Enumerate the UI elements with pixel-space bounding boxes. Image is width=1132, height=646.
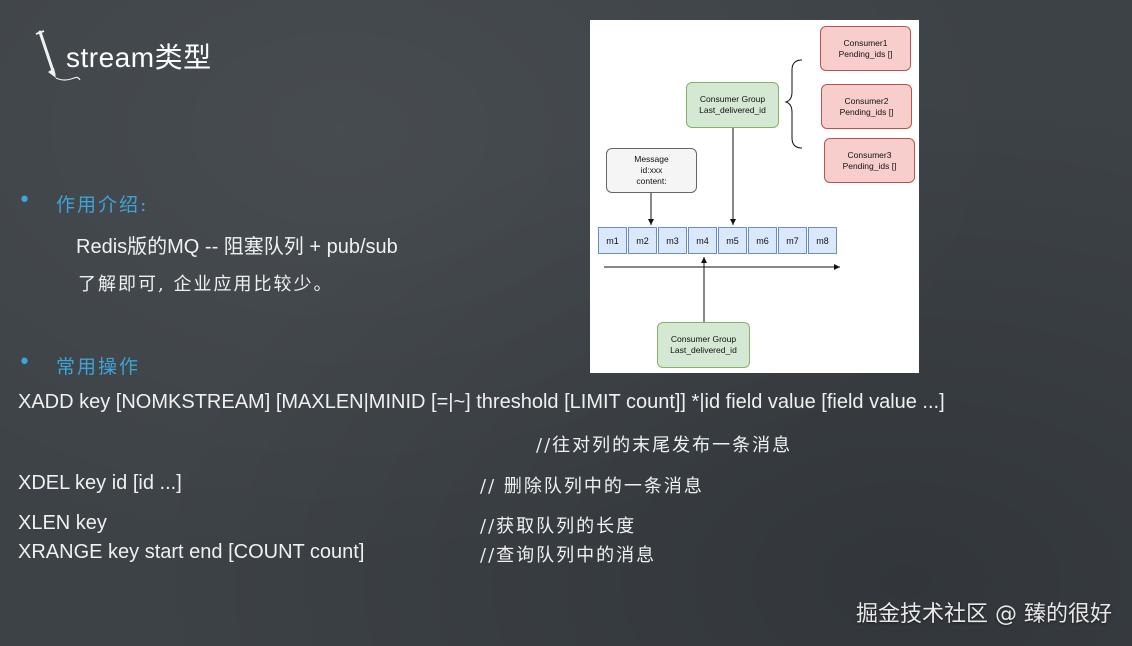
intro-line-2: 了解即可, 企业应用比较少。 [78, 274, 334, 295]
stream-cell: m3 [658, 227, 687, 254]
consumer-name: Consumer3 [847, 149, 892, 160]
consumer-pending: Pending_ids [] [839, 106, 894, 117]
section-label-ops: 常用操作 [56, 356, 141, 378]
command-xlen: XLEN key [18, 512, 107, 534]
command-xdel: XDEL key id [id ...] [18, 472, 182, 494]
command-xadd: XADD key [NOMKSTREAM] [MAXLEN|MINID [=|~… [18, 391, 945, 413]
group-name: Consumer Group [699, 94, 766, 104]
consumer-name: Consumer1 [843, 37, 888, 48]
comment-xadd: //往对列的末尾发布一条消息 [536, 435, 793, 456]
brace-line [784, 59, 803, 149]
group-name: Consumer Group [670, 334, 737, 344]
page-title: stream类型 [66, 42, 212, 73]
watermark: 掘金技术社区 @ 臻的很好 [856, 602, 1112, 627]
stream-cell: m7 [778, 227, 807, 254]
bullet-icon: • [18, 188, 31, 213]
pencil-icon [35, 30, 81, 81]
stream-cell: m1 [598, 227, 627, 254]
message-box: Message id:xxx content: [606, 148, 697, 193]
comment-xdel: // 删除队列中的一条消息 [480, 476, 704, 497]
stream-cell: m4 [688, 227, 717, 254]
consumer-box-3: Consumer3 Pending_ids [] [824, 138, 915, 183]
consumer-name: Consumer2 [844, 95, 889, 106]
diagram-connectors [604, 59, 840, 322]
consumer-box-1: Consumer1 Pending_ids [] [820, 26, 911, 71]
consumer-box-2: Consumer2 Pending_ids [] [821, 84, 912, 129]
comment-xlen: //获取队列的长度 [480, 516, 637, 537]
group-field: Last_delivered_id [670, 345, 737, 355]
section-label-intro: 作用介绍: [56, 194, 149, 216]
consumer-group-bottom: Consumer Group Last_delivered_id [657, 322, 750, 368]
bullet-icon: • [18, 350, 31, 375]
intro-line-1: Redis版的MQ -- 阻塞队列 + pub/sub [76, 236, 398, 258]
comment-xrange: //查询队列中的消息 [480, 545, 657, 566]
stream-diagram: Consumer1 Pending_ids [] Consumer2 Pendi… [590, 20, 919, 373]
stream-cell: m6 [748, 227, 777, 254]
consumer-pending: Pending_ids [] [842, 160, 897, 171]
group-field: Last_delivered_id [699, 105, 766, 115]
command-xrange: XRANGE key start end [COUNT count] [18, 541, 365, 563]
consumer-group-top: Consumer Group Last_delivered_id [686, 82, 779, 128]
consumer-pending: Pending_ids [] [838, 48, 893, 59]
stream-cell: m5 [718, 227, 747, 254]
message-title: Message [634, 154, 669, 164]
stream-cell: m8 [808, 227, 837, 254]
message-content: content: [636, 176, 667, 186]
stream-cell: m2 [628, 227, 657, 254]
message-id: id:xxx [640, 165, 663, 175]
